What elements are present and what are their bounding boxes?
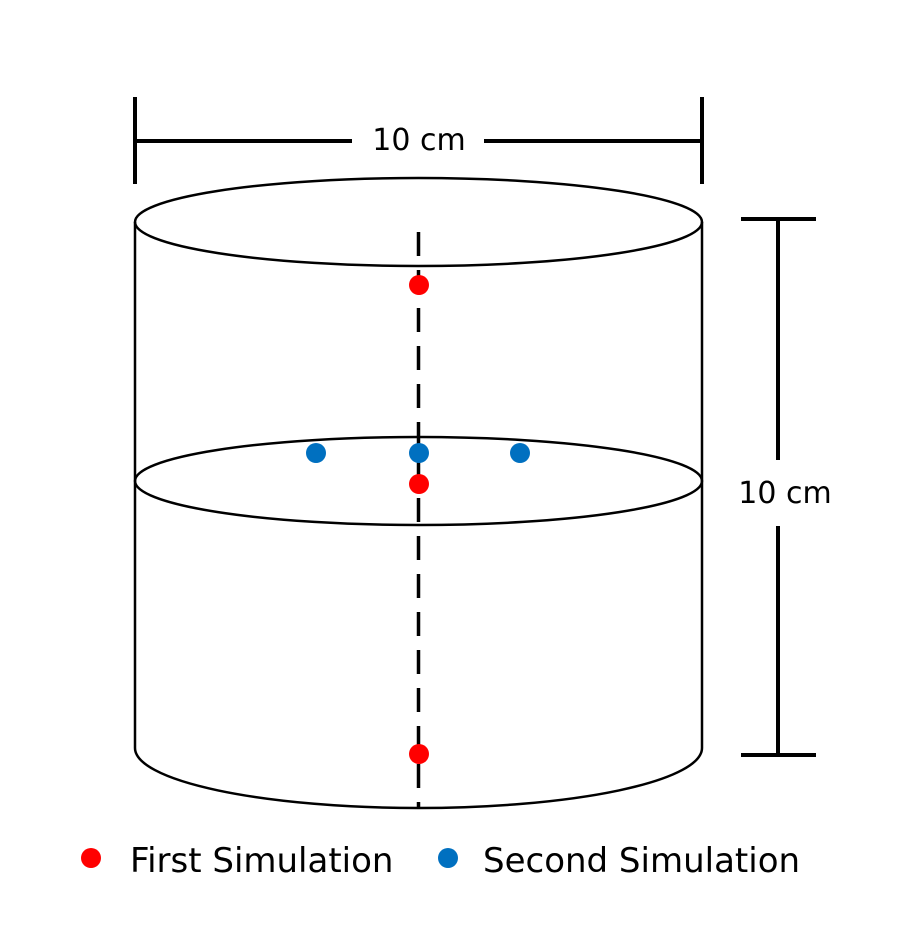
second-simulation-point-right (510, 443, 530, 463)
width-dimension: 10 cm (133, 97, 704, 184)
height-dimension-label: 10 cm (738, 476, 831, 511)
first-simulation-point-bottom (409, 744, 429, 764)
second-simulation-points (306, 443, 530, 463)
first-simulation-points (409, 275, 429, 764)
second-simulation-point-left (306, 443, 326, 463)
cylinder-top-ellipse (133, 176, 704, 268)
legend-marker-second-simulation (438, 848, 458, 868)
first-simulation-point-top (409, 275, 429, 295)
legend-marker-first-simulation (81, 848, 101, 868)
second-simulation-point-center (409, 443, 429, 463)
legend-label-second-simulation: Second Simulation (483, 841, 800, 881)
height-dimension: 10 cm (738, 217, 832, 757)
legend-label-first-simulation: First Simulation (130, 841, 393, 881)
width-dimension-label: 10 cm (372, 123, 465, 158)
legend: First Simulation Second Simulation (81, 841, 800, 881)
first-simulation-point-middle (409, 474, 429, 494)
